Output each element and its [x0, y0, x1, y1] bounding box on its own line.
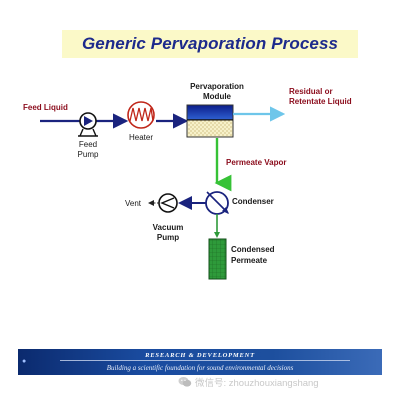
residual-label-2: Retentate Liquid: [289, 97, 352, 106]
watermark-text: 微信号: zhouzhouxiangshang: [195, 378, 319, 389]
footer-bar: [18, 349, 382, 375]
condensed-label-2: Permeate: [231, 256, 268, 265]
condensed-permeate-icon: [208, 238, 227, 280]
condensed-label-1: Condensed: [231, 245, 275, 254]
footer-divider: [60, 360, 350, 361]
footer-heading: RESEARCH & DEVELOPMENT: [145, 352, 255, 359]
permeate-vapor-label: Permeate Vapor: [226, 158, 286, 167]
feed-pump-label-1: Feed: [79, 140, 97, 149]
module-label-1: Pervaporation: [190, 82, 244, 91]
condenser-icon: [205, 191, 229, 215]
feed-liquid-label: Feed Liquid: [23, 103, 68, 112]
feed-pump-label-2: Pump: [78, 150, 99, 159]
condenser-label: Condenser: [232, 197, 274, 206]
feed-pump-icon: [78, 112, 98, 137]
wechat-icon: [178, 377, 192, 387]
vacuum-pump-icon: [158, 193, 178, 213]
residual-label-1: Residual or: [289, 87, 333, 96]
module-icon: [186, 104, 234, 138]
heater-icon: [127, 101, 155, 129]
page-title: Generic Pervaporation Process: [81, 34, 339, 53]
footer-subtitle: Building a scientific foundation for sou…: [106, 364, 294, 372]
title-banner: Generic Pervaporation Process: [62, 30, 358, 58]
vent-label: Vent: [125, 199, 142, 208]
heater-label: Heater: [129, 133, 153, 142]
footer-marker: ●: [22, 358, 27, 365]
module-label-2: Module: [203, 92, 232, 101]
watermark: 微信号: zhouzhouxiangshang: [178, 374, 398, 390]
vacuum-pump-label-1: Vacuum: [153, 223, 184, 232]
vacuum-pump-label-2: Pump: [157, 233, 179, 242]
